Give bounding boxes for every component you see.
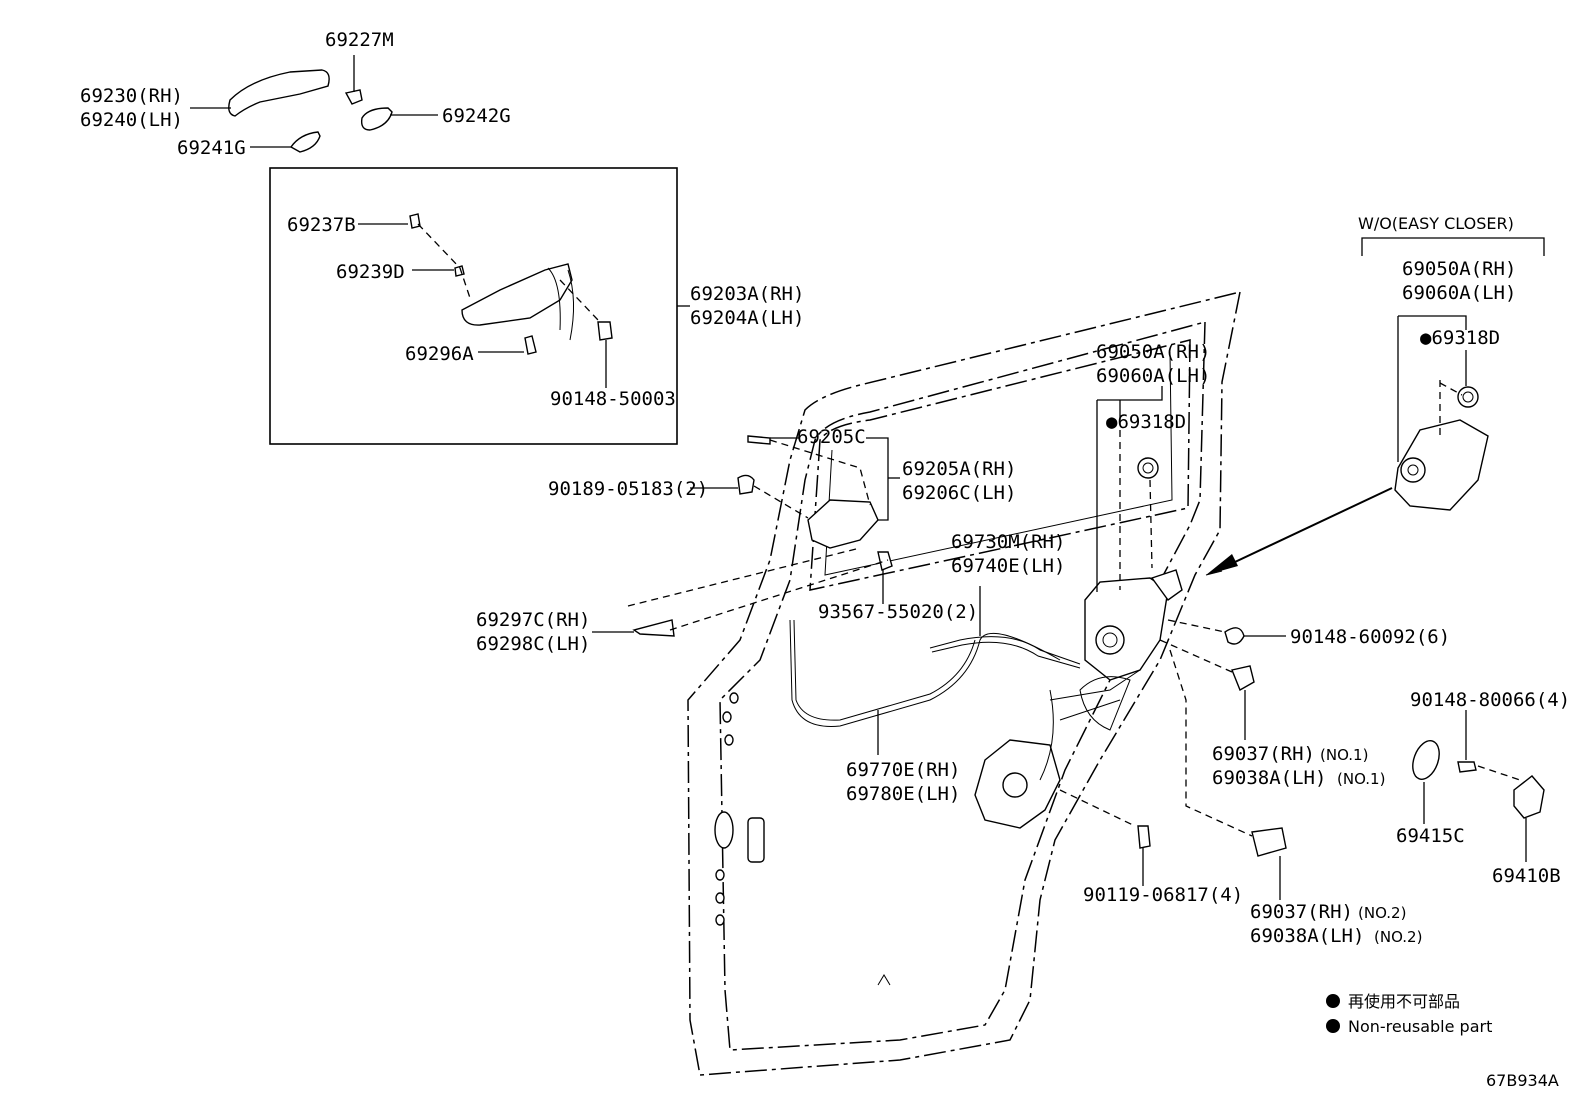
label-69203A: 69203A(RH) — [690, 283, 804, 305]
lock-fasteners — [1159, 619, 1287, 900]
label-90119-06817: 90119-06817(4) — [1083, 884, 1243, 906]
part-number-labels: 69227M 69230(RH) 69240(LH) 69242G 69241G… — [80, 29, 1570, 1090]
label-69730M: 69730M(RH) — [951, 531, 1065, 553]
label-69205A: 69205A(RH) — [902, 458, 1016, 480]
label-69410B: 69410B — [1492, 865, 1561, 887]
label-69037-no2: 69037(RH) — [1250, 901, 1353, 923]
label-69038A-no1: 69038A(LH) — [1212, 767, 1326, 789]
label-69206C: 69206C(LH) — [902, 482, 1016, 504]
outside-handle-group — [190, 55, 438, 153]
label-69237B: 69237B — [287, 214, 356, 236]
label-69318D-right: ●69318D — [1420, 327, 1500, 349]
label-90148-50003: 90148-50003 — [550, 388, 676, 410]
label-no2-lh: (NO.2) — [1374, 928, 1422, 946]
label-69242G: 69242G — [442, 105, 511, 127]
label-69239D: 69239D — [336, 261, 405, 283]
label-69230: 69230(RH) — [80, 85, 183, 107]
label-no1-lh: (NO.1) — [1337, 770, 1385, 788]
handle-pad-front — [360, 107, 393, 131]
label-no2-rh: (NO.2) — [1358, 904, 1406, 922]
inside-handle-assembly — [592, 435, 900, 637]
door-lock-assembly — [1079, 386, 1183, 731]
legend-dot-en — [1326, 1019, 1340, 1033]
label-69050A-right: 69050A(RH) — [1402, 258, 1516, 280]
label-69227M: 69227M — [325, 29, 394, 51]
outside-handle — [228, 69, 330, 117]
label-69038A-no2: 69038A(LH) — [1250, 925, 1364, 947]
label-90148-80066: 90148-80066(4) — [1410, 689, 1570, 711]
label-69204A: 69204A(LH) — [690, 307, 804, 329]
label-69780E: 69780E(LH) — [846, 783, 960, 805]
label-90148-60092: 90148-60092(6) — [1290, 626, 1450, 648]
label-69740E: 69740E(LH) — [951, 555, 1065, 577]
handle-cap — [344, 89, 363, 105]
label-no1-rh: (NO.1) — [1320, 746, 1368, 764]
drawing-code: 67B934A — [1486, 1071, 1559, 1090]
lower-lock-actuator — [974, 669, 1151, 886]
label-69060A-right: 69060A(LH) — [1402, 282, 1516, 304]
legend-text-jp: 再使用不可部品 — [1348, 992, 1460, 1011]
handle-frame-assembly — [358, 213, 613, 388]
label-69240: 69240(LH) — [80, 109, 183, 131]
variant-header: W/O(EASY CLOSER) — [1358, 214, 1514, 233]
label-69205C: 69205C — [797, 426, 866, 448]
lock-cables — [789, 586, 1081, 755]
legend-dot-jp — [1326, 994, 1340, 1008]
label-69060A-center: 69060A(LH) — [1096, 365, 1210, 387]
striker-assembly — [1412, 710, 1545, 862]
label-69297C: 69297C(RH) — [476, 609, 590, 631]
label-69298C: 69298C(LH) — [476, 633, 590, 655]
easy-closer-variant — [1205, 237, 1545, 576]
label-69318D-center: ●69318D — [1106, 411, 1186, 433]
door-panel-outline — [687, 290, 1241, 1076]
door-edge-holes — [714, 692, 891, 986]
label-69050A-center: 69050A(RH) — [1096, 341, 1210, 363]
legend-text-en: Non-reusable part — [1348, 1017, 1492, 1036]
label-69241G: 69241G — [177, 137, 246, 159]
label-69296A: 69296A — [405, 343, 474, 365]
label-90189-05183: 90189-05183(2) — [548, 478, 708, 500]
label-69415C: 69415C — [1396, 825, 1465, 847]
handle-pad-rear — [289, 131, 321, 153]
label-69037-no1: 69037(RH) — [1212, 743, 1315, 765]
label-93567-55020: 93567-55020(2) — [818, 601, 978, 623]
label-69770E: 69770E(RH) — [846, 759, 960, 781]
